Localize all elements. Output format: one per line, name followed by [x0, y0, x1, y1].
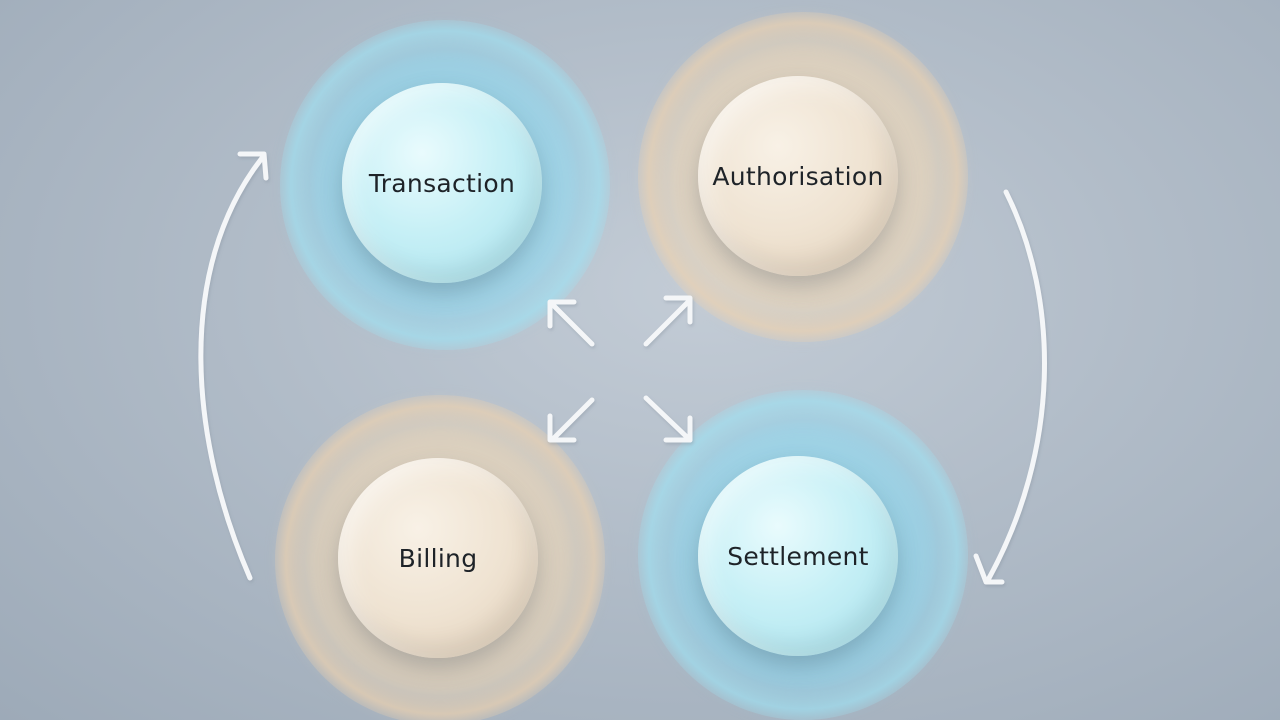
node-settlement: Settlement	[638, 390, 968, 720]
curved-arrow-billing-to-transaction	[198, 155, 265, 581]
arrow-to-authorisation-head	[663, 295, 693, 325]
node-authorisation-orb: Authorisation	[698, 76, 898, 276]
node-transaction: Transaction	[280, 20, 610, 350]
node-billing: Billing	[275, 395, 605, 720]
curved-arrow-left-arrowhead	[237, 151, 269, 181]
node-authorisation-label: Authorisation	[712, 161, 884, 191]
node-settlement-orb: Settlement	[698, 456, 898, 656]
arrow-to-settlement	[643, 395, 693, 443]
arrow-to-settlement-head	[663, 415, 693, 443]
arrow-to-transaction-head	[547, 299, 577, 329]
arrow-to-billing-head	[547, 413, 577, 443]
curved-arrow-authorisation-to-settlement	[985, 189, 1047, 583]
node-authorisation: Authorisation	[638, 12, 968, 342]
arrow-to-billing	[549, 397, 595, 443]
node-billing-orb: Billing	[338, 458, 538, 658]
arrow-to-transaction	[549, 301, 595, 347]
curved-arrow-right-arrowhead	[973, 553, 1005, 585]
node-transaction-label: Transaction	[368, 168, 516, 198]
node-settlement-label: Settlement	[727, 541, 869, 571]
node-billing-label: Billing	[398, 543, 478, 573]
node-transaction-orb: Transaction	[342, 83, 542, 283]
arrow-to-authorisation	[643, 297, 693, 347]
